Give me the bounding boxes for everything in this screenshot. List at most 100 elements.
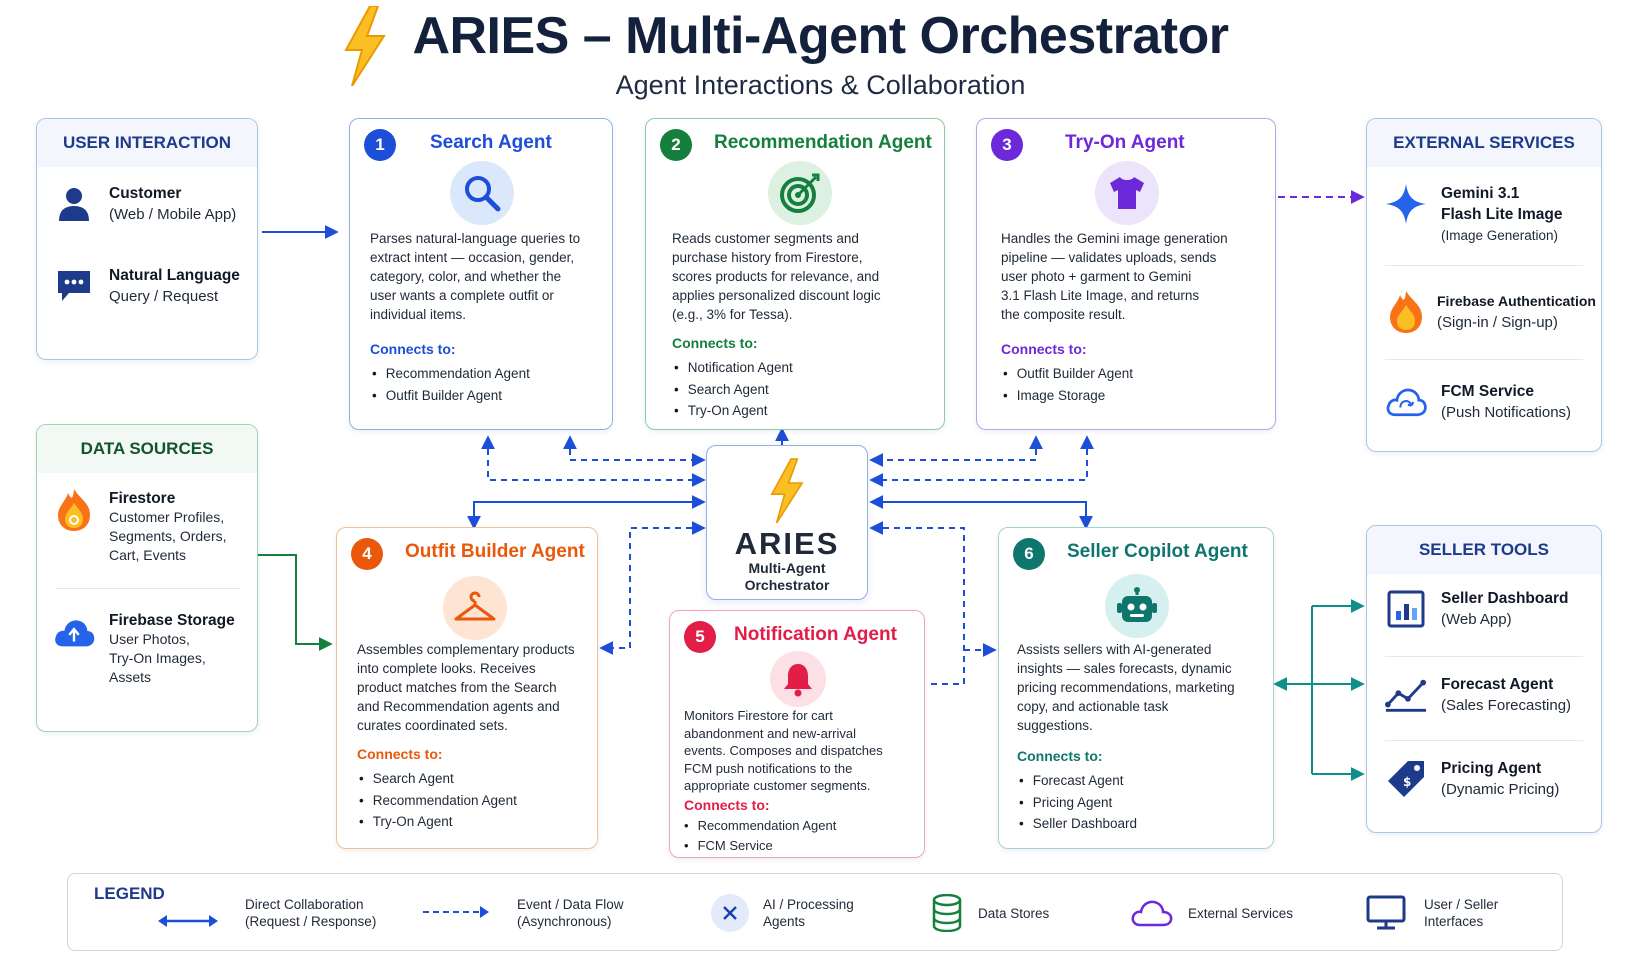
firebase-auth-subtitle: (Sign-in / Sign-up) <box>1437 314 1558 331</box>
forecast-agent-entry[interactable]: Forecast Agent (Sales Forecasting) <box>1385 674 1571 716</box>
agent-name: Search Agent <box>430 132 552 153</box>
connects-list: Forecast Agent Pricing Agent Seller Dash… <box>1019 770 1137 835</box>
connects-label: Connects to: <box>684 797 770 813</box>
outfit-builder-agent-card[interactable]: 4 Outfit Builder Agent Assembles complem… <box>336 527 598 849</box>
desc-line: Parses natural-language queries to <box>370 231 581 246</box>
desc-line: scores products for relevance, and <box>672 269 880 284</box>
page-title: ARIES – Multi-Agent Orchestrator <box>412 7 1229 65</box>
lightning-bolt-icon <box>344 6 386 86</box>
hanger-icon <box>443 576 507 640</box>
connects-item: Recommendation Agent <box>684 816 837 836</box>
wire-tryon-orch-b <box>869 435 1094 487</box>
legend-ai-processing: AI / Processing Agents <box>763 896 854 930</box>
seller-dashboard-subtitle: (Web App) <box>1441 611 1512 628</box>
firestore-line: Cart, Events <box>109 547 187 563</box>
firestore-line: Customer Profiles, <box>109 509 225 525</box>
gemini-sparkle-icon <box>1385 183 1427 225</box>
try-on-agent-card[interactable]: 3 Try-On Agent Handles the Gemini image … <box>976 118 1276 430</box>
agent-name: Seller Copilot Agent <box>1067 541 1248 562</box>
firebase-storage-line: User Photos, <box>109 631 190 647</box>
search-agent-card[interactable]: 1 Search Agent Parses natural-language q… <box>349 118 613 430</box>
agent-description: Parses natural-language queries to extra… <box>370 229 580 324</box>
user-interaction-panel: USER INTERACTION Customer (Web / Mobile … <box>36 118 258 360</box>
agent-description: Assembles complementary products into co… <box>357 640 575 735</box>
firebase-storage-title: Firebase Storage <box>109 612 235 629</box>
forecast-agent-title: Forecast Agent <box>1441 676 1554 693</box>
divider <box>1385 656 1583 657</box>
database-icon <box>932 894 962 932</box>
natural-language-entry[interactable]: Natural Language Query / Request <box>53 265 240 307</box>
desc-line: insights — sales forecasts, dynamic <box>1017 661 1232 676</box>
legend-data-stores: Data Stores <box>978 905 1049 922</box>
gemini-title-line: Flash Lite Image <box>1441 206 1563 223</box>
fcm-entry[interactable]: FCM Service (Push Notifications) <box>1385 381 1571 423</box>
dashed-arrow-icon <box>423 906 489 918</box>
desc-line: Assists sellers with AI-generated <box>1017 642 1212 657</box>
seller-dashboard-entry[interactable]: Seller Dashboard (Web App) <box>1385 588 1569 630</box>
firestore-title: Firestore <box>109 490 176 507</box>
recommendation-agent-card[interactable]: 2 Recommendation Agent Reads customer se… <box>645 118 945 430</box>
monitor-icon <box>1366 895 1406 930</box>
legend-user-seller-interfaces: User / Seller Interfaces <box>1424 896 1498 930</box>
connects-list: Recommendation Agent FCM Service <box>684 816 837 856</box>
connects-label: Connects to: <box>672 335 758 351</box>
legend-direct-collaboration: Direct Collaboration (Request / Response… <box>245 896 376 930</box>
connects-item: Seller Dashboard <box>1019 813 1137 835</box>
legend-line: (Request / Response) <box>245 914 377 929</box>
connects-item: Outfit Builder Agent <box>1003 363 1133 385</box>
desc-line: purchase history from Firestore, <box>672 250 863 265</box>
firestore-line: Segments, Orders, <box>109 528 227 544</box>
forecast-agent-subtitle: (Sales Forecasting) <box>1441 697 1572 714</box>
double-arrow-icon <box>158 915 218 927</box>
connects-item: FCM Service <box>684 836 836 856</box>
desc-line: user photo + garment to Gemini <box>1001 269 1192 284</box>
divider <box>1385 265 1583 266</box>
data-sources-title: DATA SOURCES <box>37 425 257 473</box>
aries-orchestrator-node[interactable]: ARIES Multi-Agent Orchestrator <box>706 445 868 600</box>
desc-line: into complete looks. Receives <box>357 661 536 676</box>
customer-title: Customer <box>109 185 182 202</box>
connects-item: Search Agent <box>359 768 517 790</box>
orchestrator-subtitle: Multi-Agent Orchestrator <box>707 560 867 594</box>
desc-line: extract intent — occasion, gender, <box>370 250 575 265</box>
legend-line: Event / Data Flow <box>517 897 624 912</box>
price-tag-icon: $ <box>1385 758 1427 800</box>
magnifier-icon <box>450 161 514 225</box>
seller-tools-panel: SELLER TOOLS Seller Dashboard (Web App) … <box>1366 525 1602 833</box>
divider <box>1385 740 1583 741</box>
cloud-storage-icon <box>53 611 95 653</box>
gemini-entry[interactable]: Gemini 3.1 Flash Lite Image (Image Gener… <box>1385 183 1562 246</box>
connects-item: Try-On Agent <box>359 811 517 833</box>
firestore-icon <box>53 489 95 531</box>
firebase-auth-entry[interactable]: Firebase Authentication (Sign-in / Sign-… <box>1385 291 1596 333</box>
seller-tools-title: SELLER TOOLS <box>1367 526 1601 574</box>
agent-description: Reads customer segments and purchase his… <box>672 229 881 324</box>
desc-line: Monitors Firestore for cart <box>684 708 833 723</box>
ai-x-icon <box>711 894 749 932</box>
pricing-agent-entry[interactable]: $ Pricing Agent (Dynamic Pricing) <box>1385 758 1559 800</box>
external-services-title: EXTERNAL SERVICES <box>1367 119 1601 167</box>
firebase-storage-entry[interactable]: Firebase Storage User Photos, Try-On Ima… <box>53 611 235 687</box>
seller-copilot-agent-card[interactable]: 6 Seller Copilot Agent Assists sellers w… <box>998 527 1274 849</box>
firestore-entry[interactable]: Firestore Customer Profiles, Segments, O… <box>53 489 227 565</box>
dashboard-icon <box>1385 588 1427 630</box>
legend-line: AI / Processing <box>763 897 854 912</box>
agent-description: Assists sellers with AI-generated insigh… <box>1017 640 1235 735</box>
legend: LEGEND Direct Collaboration (Request / R… <box>67 873 1563 951</box>
natural-language-subtitle: Query / Request <box>109 288 219 305</box>
firebase-storage-line: Try-On Images, <box>109 650 206 666</box>
user-icon <box>53 183 95 225</box>
divider <box>1385 359 1583 360</box>
orchestrator-name: ARIES <box>734 526 840 561</box>
notification-agent-card[interactable]: 5 Notification Agent Monitors Firestore … <box>669 610 925 858</box>
connects-item: Image Storage <box>1003 385 1133 407</box>
robot-icon <box>1105 574 1169 638</box>
customer-entry[interactable]: Customer (Web / Mobile App) <box>53 183 236 225</box>
desc-line: copy, and actionable task <box>1017 699 1169 714</box>
wire-tryon-orch-a <box>869 435 1043 467</box>
agent-number-badge: 1 <box>364 129 396 161</box>
bell-icon <box>770 651 826 707</box>
agent-name: Recommendation Agent <box>714 132 932 153</box>
connects-label: Connects to: <box>357 746 443 762</box>
gemini-title-line: Gemini 3.1 <box>1441 185 1520 202</box>
